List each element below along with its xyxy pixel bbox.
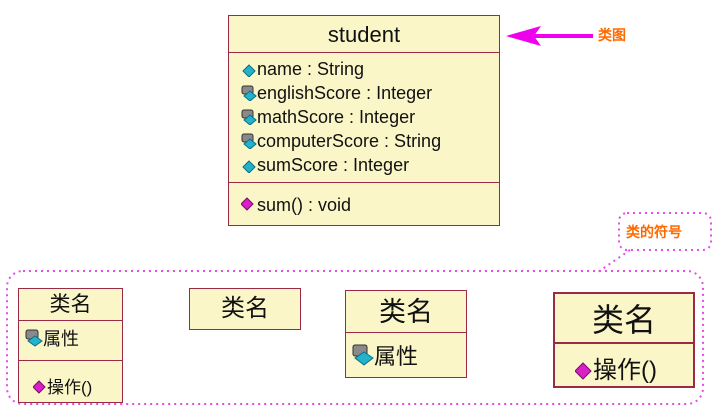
symbol-operation-section: 操作() bbox=[555, 344, 693, 386]
class-diagram-label: 类图 bbox=[598, 27, 626, 43]
symbol-class-name-section: 类名 bbox=[346, 291, 466, 333]
student-class-box: student name : String englishScore : Int… bbox=[228, 15, 500, 226]
symbol-attribute-section: 属性 bbox=[19, 321, 122, 361]
symbol-operation-row: 操作() bbox=[32, 373, 122, 398]
symbol-full-class: 类名 属性 操作() bbox=[18, 288, 123, 403]
symbol-operation-text: 操作() bbox=[593, 357, 657, 384]
symbol-class-name: 类名 bbox=[379, 297, 433, 327]
symbol-attribute-class: 类名 属性 bbox=[345, 290, 467, 378]
attribute-text: computerScore : String bbox=[257, 130, 442, 151]
operation-row: sum() : void bbox=[240, 193, 499, 217]
symbol-name-only-class: 类名 bbox=[189, 288, 301, 330]
symbol-attribute-row: 属性 bbox=[25, 325, 122, 351]
operation-icon bbox=[32, 379, 47, 394]
symbol-class-name-section: 类名 bbox=[190, 289, 300, 329]
class-symbols-label: 类的符号 bbox=[626, 224, 682, 240]
symbol-class-name: 类名 bbox=[591, 302, 656, 338]
protected-attribute-icon bbox=[352, 344, 374, 366]
operation-text: sum() : void bbox=[257, 194, 352, 215]
symbol-class-name: 类名 bbox=[49, 293, 92, 316]
public-attribute-icon bbox=[241, 157, 257, 174]
attribute-text: sumScore : Integer bbox=[257, 154, 410, 175]
symbol-attribute-text: 属性 bbox=[43, 329, 79, 349]
protected-attribute-icon bbox=[241, 109, 257, 126]
symbol-operation-section: 操作() bbox=[19, 361, 122, 402]
symbols-callout-bubble bbox=[618, 212, 712, 251]
attribute-row: sumScore : Integer bbox=[241, 153, 499, 177]
attribute-text: mathScore : Integer bbox=[257, 106, 416, 127]
pointer-arrow bbox=[506, 26, 593, 46]
attribute-text: name : String bbox=[257, 58, 365, 79]
protected-attribute-icon bbox=[241, 133, 257, 150]
student-class-name-section: student bbox=[229, 16, 499, 53]
callout-pointer bbox=[597, 249, 631, 273]
symbol-operation-class: 类名 操作() bbox=[553, 292, 695, 388]
operation-icon bbox=[240, 197, 257, 213]
attribute-row: computerScore : String bbox=[241, 129, 499, 153]
symbol-operation-text: 操作() bbox=[47, 378, 93, 397]
symbol-operation-row: 操作() bbox=[574, 350, 693, 385]
symbol-attribute-text: 属性 bbox=[374, 344, 419, 369]
protected-attribute-icon bbox=[241, 85, 257, 102]
student-class-name: student bbox=[327, 22, 401, 47]
attribute-row: name : String bbox=[241, 57, 499, 81]
protected-attribute-icon bbox=[25, 329, 43, 347]
symbol-attribute-section: 属性 bbox=[346, 333, 466, 377]
symbol-class-name: 类名 bbox=[221, 295, 269, 322]
public-attribute-icon bbox=[241, 61, 257, 78]
operation-icon bbox=[574, 359, 593, 380]
symbol-class-name-section: 类名 bbox=[555, 294, 693, 344]
attribute-text: englishScore : Integer bbox=[257, 82, 433, 103]
student-attributes-section: name : String englishScore : Integer mat… bbox=[229, 53, 499, 183]
symbol-class-name-section: 类名 bbox=[19, 289, 122, 321]
symbol-attribute-row: 属性 bbox=[352, 339, 466, 371]
student-operations-section: sum() : void bbox=[229, 183, 499, 225]
attribute-row: englishScore : Integer bbox=[241, 81, 499, 105]
attribute-row: mathScore : Integer bbox=[241, 105, 499, 129]
symbols-group-outline bbox=[6, 270, 704, 405]
